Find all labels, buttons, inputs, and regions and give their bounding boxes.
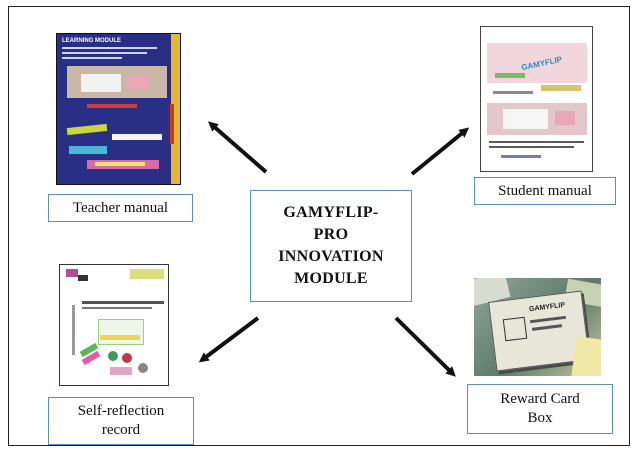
arrow-to-student-manual: [410, 127, 470, 176]
teacher-manual-cover-image: LEARNING MODULE: [56, 33, 181, 185]
self-reflection-record-cover-image: [59, 264, 169, 386]
reward-card-box-text: Reward Card Box: [500, 391, 580, 426]
gamyflip-pro-module-box: GAMYFLIP- PRO INNOVATION MODULE: [250, 190, 412, 302]
arrow-to-teacher-manual: [207, 121, 268, 174]
reward-card-box-label: Reward Card Box: [467, 384, 613, 434]
teacher-manual-text: Teacher manual: [72, 199, 169, 216]
student-manual-label: Student manual: [474, 177, 616, 205]
arrow-to-reward-box: [394, 316, 456, 377]
student-manual-cover-image: GAMYFLIP: [480, 26, 593, 172]
student-manual-text: Student manual: [498, 182, 592, 199]
self-reflection-record-text: Self-reflection record: [77, 403, 165, 438]
teacher-manual-label: Teacher manual: [48, 194, 193, 222]
teacher-cover-heading: LEARNING MODULE: [62, 38, 121, 44]
reward-card-box-photo: GAMYFLIP: [474, 278, 601, 376]
arrow-to-self-reflection: [198, 316, 260, 363]
self-reflection-record-label: Self-reflection record: [48, 397, 194, 445]
